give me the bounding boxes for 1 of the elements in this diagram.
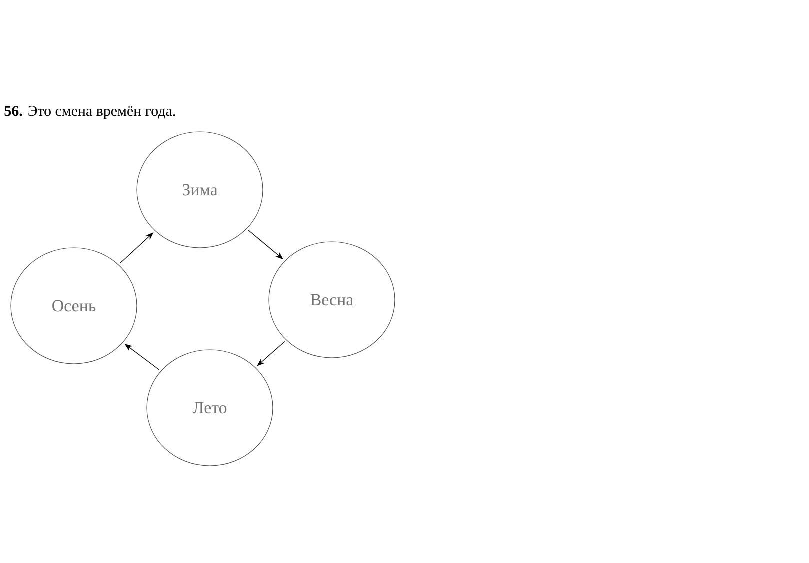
title: 56. Это смена времён года.	[4, 106, 176, 120]
